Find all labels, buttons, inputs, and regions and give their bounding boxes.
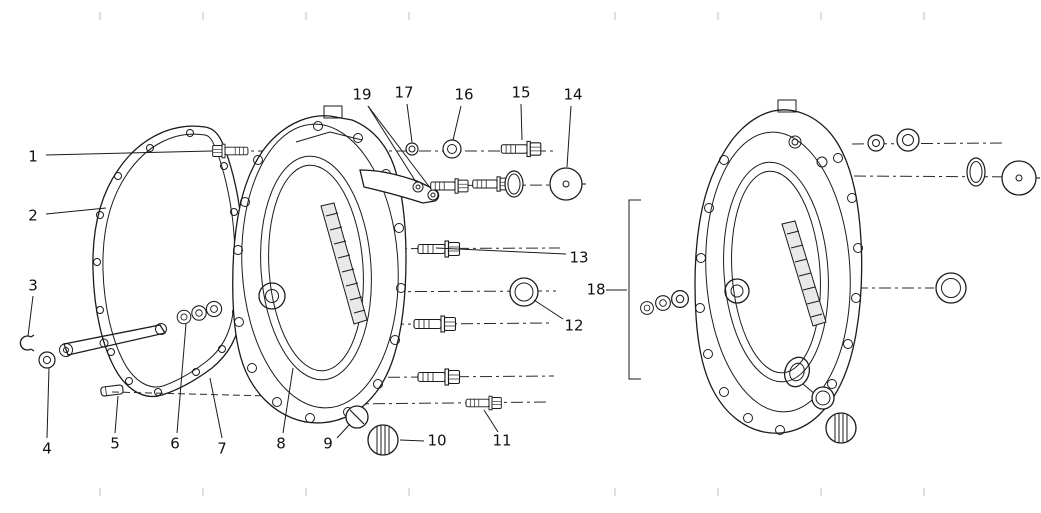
- leader-line-16: [452, 105, 462, 141]
- leader-line-19: [367, 105, 432, 190]
- washer: [670, 289, 690, 309]
- bolt: [500, 140, 542, 158]
- bolt: [465, 395, 502, 411]
- cover-bottom-boss: [783, 356, 811, 388]
- leader-line-17: [406, 103, 413, 143]
- left-fasteners: [212, 139, 586, 456]
- leader-line-15: [520, 103, 523, 141]
- washer: [655, 295, 671, 311]
- callout-label-16: 16: [454, 86, 473, 104]
- leader-line-13: [435, 247, 567, 255]
- oil-seal: [509, 277, 539, 307]
- nut-ring: [405, 142, 419, 156]
- filler-cap: [825, 412, 857, 444]
- cover-brand-bar: [320, 202, 368, 325]
- release-lever-assembly: [19, 300, 223, 397]
- clutch-cover-exploded: [232, 105, 440, 424]
- leader-line-10: [399, 439, 425, 442]
- leader-line-1: [45, 150, 213, 156]
- cover-boss: [258, 282, 286, 310]
- callout-label-19: 19: [352, 86, 371, 104]
- callout-label-5: 5: [110, 435, 120, 453]
- callout-label-14: 14: [563, 86, 582, 104]
- inspection-cap-small: [345, 405, 369, 429]
- callout-label-7: 7: [217, 440, 227, 458]
- circlip: [19, 334, 35, 352]
- cover-brand-bar: [781, 220, 827, 327]
- cover-bolt-holes: [695, 153, 863, 435]
- callout-label-18: 18: [586, 281, 605, 299]
- oil-seal: [935, 272, 967, 304]
- leader-line-12: [533, 299, 564, 320]
- filler-cap: [367, 424, 399, 456]
- cover-boss: [724, 278, 750, 304]
- callout-label-13: 13: [569, 249, 588, 267]
- seal-ring: [811, 386, 835, 410]
- leader-line-8: [282, 367, 294, 434]
- leader-line-7: [209, 377, 223, 439]
- end-cap-disc: [1001, 160, 1040, 196]
- clutch-cover-assembled: [694, 99, 863, 435]
- callout-label-9: 9: [323, 435, 333, 453]
- leader-line-9: [336, 423, 351, 439]
- group-18-bracket: [628, 199, 690, 380]
- bolt: [417, 368, 461, 386]
- cover-bolt-holes: [233, 121, 406, 423]
- callout-label-6: 6: [170, 435, 180, 453]
- end-cap-disc: [549, 167, 586, 201]
- leader-line-19: [367, 105, 417, 183]
- washer: [867, 134, 885, 152]
- leader-line-6: [176, 323, 187, 434]
- leader-line-11: [483, 409, 499, 433]
- cover-top-tab: [323, 105, 343, 119]
- bolt: [212, 143, 249, 159]
- grommet-washer: [442, 139, 462, 159]
- page-tick-marks: [99, 12, 925, 496]
- gasket-bolt-holes: [93, 129, 242, 396]
- lever-washer: [38, 351, 56, 369]
- callout-label-8: 8: [276, 435, 286, 453]
- callout-label-17: 17: [394, 84, 413, 102]
- callout-label-1: 1: [28, 148, 38, 166]
- o-ring: [966, 157, 986, 187]
- callout-label-12: 12: [564, 317, 583, 335]
- callout-label-11: 11: [492, 432, 511, 450]
- lever-seal-washers: [176, 300, 223, 325]
- cover-gasket: [92, 125, 244, 398]
- dowel-pin: [100, 384, 124, 397]
- callout-label-4: 4: [42, 440, 52, 458]
- leader-line-2: [45, 207, 107, 215]
- cover-top-tab: [777, 99, 797, 113]
- cap-nut: [896, 128, 920, 152]
- leader-line-5: [114, 395, 119, 434]
- callout-label-10: 10: [427, 432, 446, 450]
- o-ring: [504, 170, 524, 198]
- leader-line-14: [566, 105, 572, 168]
- callout-label-2: 2: [28, 207, 38, 225]
- callout-label-15: 15: [511, 84, 530, 102]
- right-fasteners: [811, 128, 1040, 444]
- release-lever: [59, 323, 167, 357]
- leader-line-3: [27, 295, 34, 337]
- washer: [640, 301, 654, 315]
- bolt: [413, 315, 457, 333]
- callout-label-3: 3: [28, 277, 38, 295]
- leader-line-4: [46, 367, 50, 439]
